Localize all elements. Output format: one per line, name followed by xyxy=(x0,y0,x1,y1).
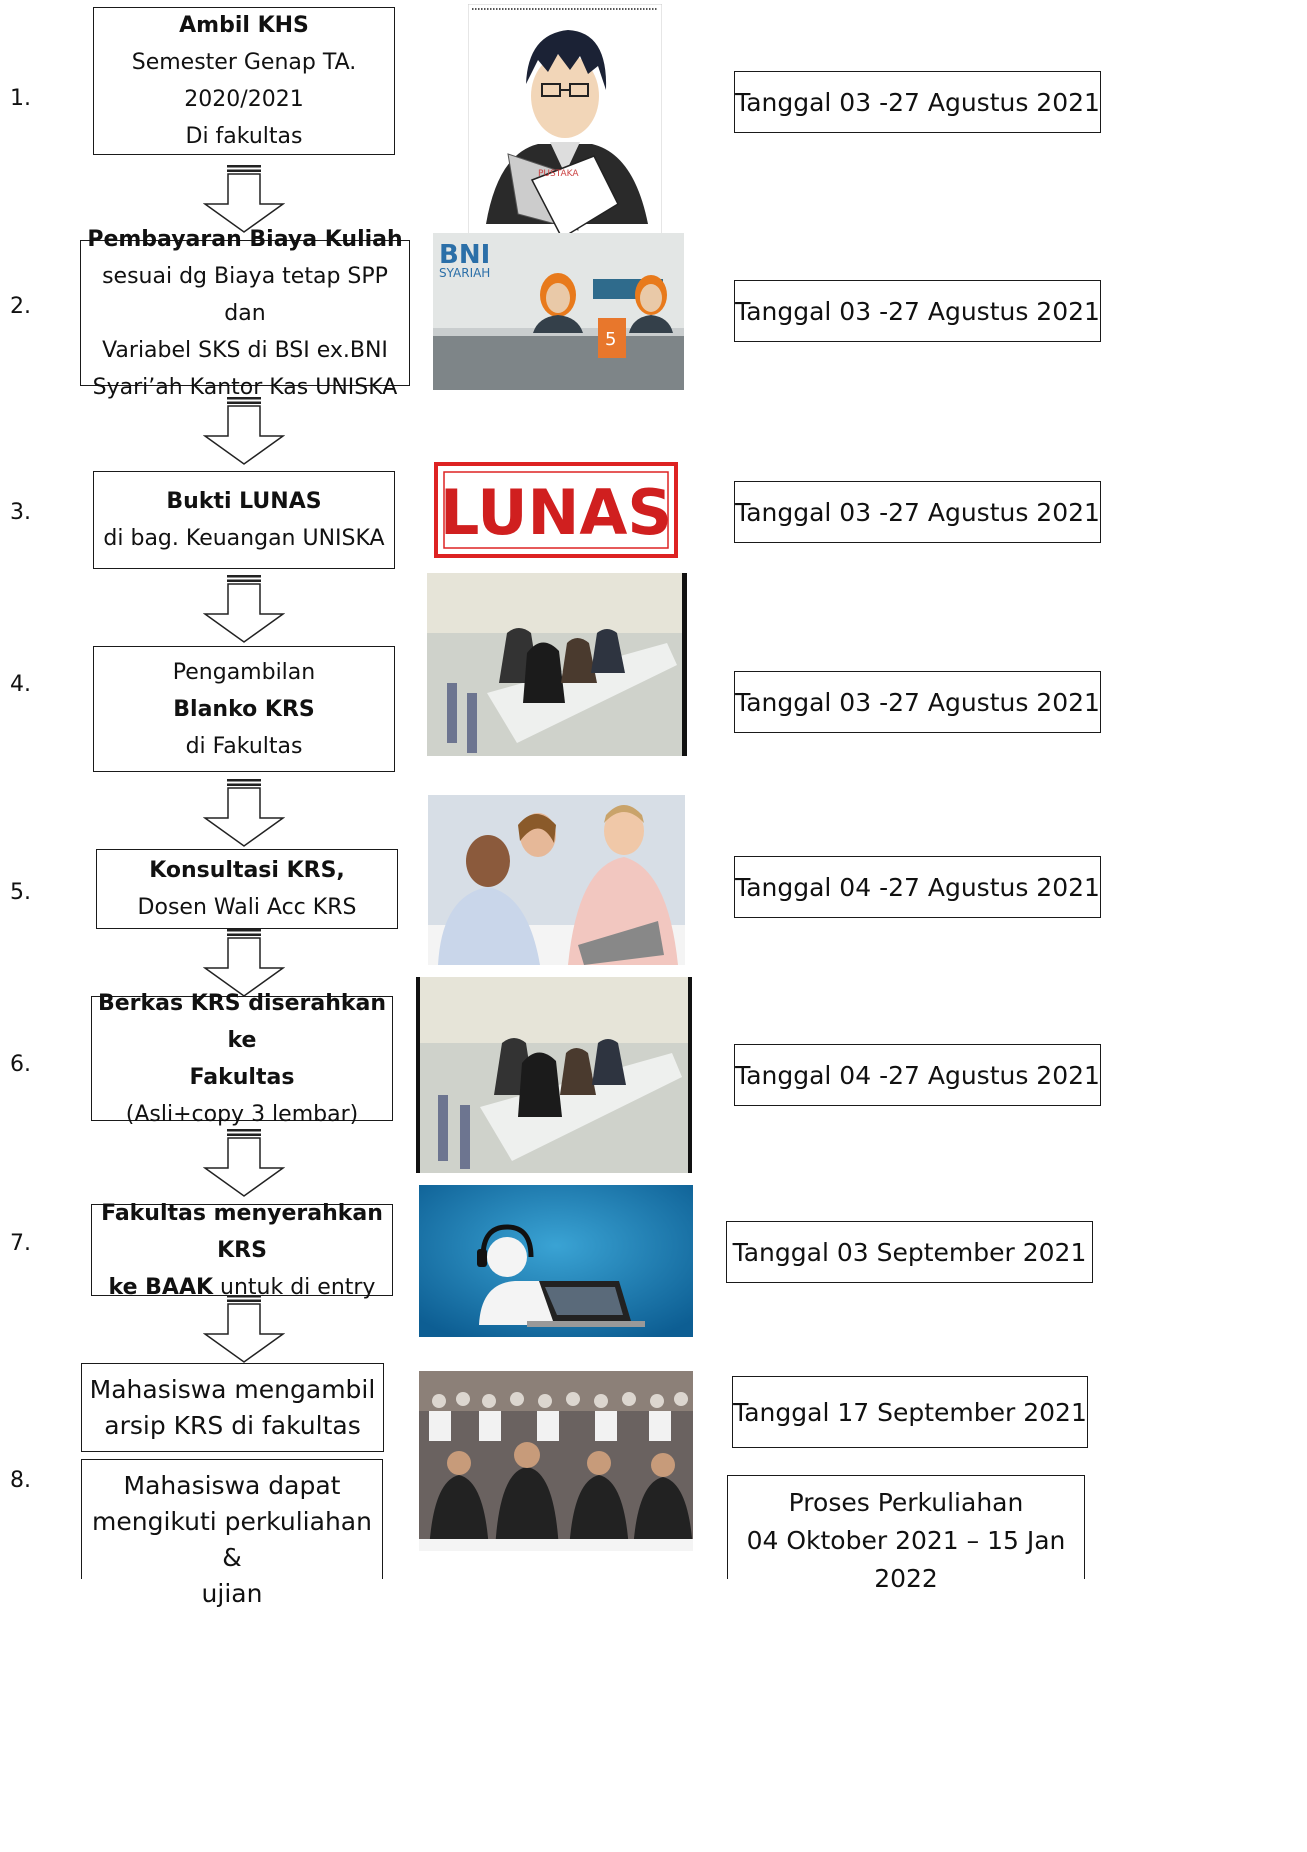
step-8b-line: ujian xyxy=(201,1579,263,1608)
lunas-stamp-text: LUNAS xyxy=(440,476,672,549)
step-number-5: 5. xyxy=(10,880,31,905)
flow-arrow-icon xyxy=(203,779,285,847)
step-1-line: Semester Genap TA. xyxy=(131,50,357,75)
step-number-4: 4. xyxy=(10,672,31,697)
step-8a-line: arsip KRS di fakultas xyxy=(104,1410,361,1440)
step-box-7: Fakultas menyerahkan KRS ke BAAK untuk d… xyxy=(91,1201,393,1300)
counter-number: 5 xyxy=(605,329,616,350)
step-box-5: Konsultasi KRS, Dosen Wali Acc KRS xyxy=(96,849,398,929)
step-box-4: Pengambilan Blanko KRS di Fakultas xyxy=(93,646,395,772)
flow-arrow-icon xyxy=(203,929,285,997)
date-box-7: Tanggal 03 September 2021 xyxy=(726,1221,1093,1283)
step-5-title: Konsultasi KRS, xyxy=(149,858,345,883)
flow-arrow-icon xyxy=(203,1129,285,1197)
step-6-line: (Asli+copy 3 lembar) xyxy=(125,1101,359,1127)
step-2-line: Syari’ah Kantor Kas UNISKA xyxy=(92,374,398,400)
step-1-line: Di fakultas xyxy=(185,124,303,149)
step-number-2: 2. xyxy=(10,294,31,319)
consultation-picture xyxy=(428,795,685,965)
lecture-hall-picture xyxy=(419,1371,693,1551)
date-box-3: Tanggal 03 -27 Agustus 2021 xyxy=(734,481,1101,543)
step-2-line: sesuai dg Biaya tetap SPP dan xyxy=(102,263,388,326)
bank-logo-text: BNI xyxy=(439,240,490,270)
date-box-8b: Proses Perkuliahan 04 Oktober 2021 – 15 … xyxy=(727,1475,1085,1593)
book-text: PUSTAKA xyxy=(538,169,579,179)
step-4-line: di Fakultas xyxy=(185,733,303,759)
step-8a-line: Mahasiswa mengambil xyxy=(89,1374,376,1404)
date-box-1: Tanggal 03 -27 Agustus 2021 xyxy=(734,71,1101,133)
step-8b-line: Mahasiswa dapat xyxy=(123,1471,341,1500)
step-number-3: 3. xyxy=(10,500,31,525)
step-number-1: 1. xyxy=(10,86,31,111)
date-8b-line: Proses Perkuliahan xyxy=(788,1488,1024,1517)
lunas-stamp-picture: LUNAS xyxy=(432,458,680,562)
step-4-line: Pengambilan xyxy=(172,659,316,685)
step-box-3: Bukti LUNAS di bag. Keuangan UNISKA xyxy=(93,471,395,569)
step-3-line: di bag. Keuangan UNISKA xyxy=(103,526,385,551)
flow-arrow-icon xyxy=(203,575,285,643)
date-box-6: Tanggal 04 -27 Agustus 2021 xyxy=(734,1044,1101,1106)
step-7-title: Fakultas menyerahkan KRS xyxy=(101,1200,383,1263)
step-1-title: Ambil KHS xyxy=(179,13,309,38)
headset-laptop-picture xyxy=(419,1185,693,1337)
step-6-title: Berkas KRS diserahkan ke xyxy=(97,990,387,1053)
date-box-8a: Tanggal 17 September 2021 xyxy=(732,1376,1088,1448)
step-8b-line: mengikuti perkuliahan & xyxy=(92,1507,372,1572)
step-2-line: Variabel SKS di BSI ex.BNI xyxy=(102,337,388,363)
date-box-2: Tanggal 03 -27 Agustus 2021 xyxy=(734,280,1101,342)
step-3-title: Bukti LUNAS xyxy=(166,489,322,514)
step-7-bold-part: ke BAAK xyxy=(108,1274,214,1300)
step-number-6: 6. xyxy=(10,1052,31,1077)
bank-teller-picture: 5 BNI SYARIAH xyxy=(433,233,684,390)
date-box-5: Tanggal 04 -27 Agustus 2021 xyxy=(734,856,1101,918)
date-box-4: Tanggal 03 -27 Agustus 2021 xyxy=(734,671,1101,733)
flow-arrow-icon xyxy=(203,397,285,465)
flow-arrow-icon xyxy=(203,1295,285,1363)
step-4-title: Blanko KRS xyxy=(173,696,315,722)
classroom-picture xyxy=(416,977,692,1173)
flow-arrow-icon xyxy=(203,165,285,233)
step-number-8: 8. xyxy=(10,1468,31,1493)
step-box-8a: Mahasiswa mengambil arsip KRS di fakulta… xyxy=(81,1363,384,1452)
step-6-title: Fakultas xyxy=(189,1064,295,1090)
classroom-picture xyxy=(427,573,687,756)
bank-sub-text: SYARIAH xyxy=(439,266,490,280)
step-number-7: 7. xyxy=(10,1231,31,1256)
step-box-6: Berkas KRS diserahkan ke Fakultas (Asli+… xyxy=(91,991,393,1127)
student-reading-picture: PUSTAKA xyxy=(468,4,662,242)
step-5-line: Dosen Wali Acc KRS xyxy=(137,895,357,920)
step-box-2: Pembayaran Biaya Kuliah sesuai dg Biaya … xyxy=(80,227,410,400)
step-box-8b: Mahasiswa dapat mengikuti perkuliahan & … xyxy=(81,1459,383,1608)
date-8b-line: 04 Oktober 2021 – 15 Jan 2022 xyxy=(746,1526,1066,1593)
step-1-line: 2020/2021 xyxy=(184,87,304,112)
step-7-line: ke BAAK untuk di entry xyxy=(109,1269,376,1306)
step-box-1: Ambil KHS Semester Genap TA. 2020/2021 D… xyxy=(93,7,395,155)
